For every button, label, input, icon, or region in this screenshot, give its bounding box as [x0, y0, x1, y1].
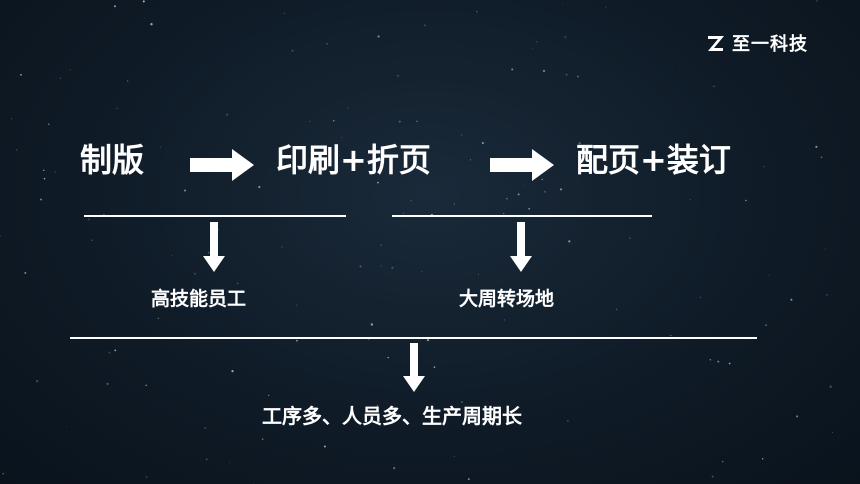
brand-logo: 至一科技: [706, 30, 808, 56]
stage-collating-binding: 配页+装订: [576, 141, 731, 179]
stage-plate-making: 制版: [80, 141, 145, 179]
note-skilled-staff: 高技能员工: [151, 288, 247, 310]
down-arrow-icon: [403, 343, 425, 392]
down-arrow-icon: [203, 222, 225, 272]
right-arrow-icon: [490, 149, 554, 181]
note-large-space: 大周转场地: [459, 288, 555, 310]
stage-printing-folding: 印刷+折页: [276, 141, 431, 179]
note-summary: 工序多、人员多、生产周期长: [262, 404, 522, 428]
brand-name: 至一科技: [732, 34, 808, 55]
z-logo-icon: [708, 36, 724, 51]
right-arrow-icon: [190, 149, 254, 181]
down-arrow-icon: [510, 222, 532, 272]
